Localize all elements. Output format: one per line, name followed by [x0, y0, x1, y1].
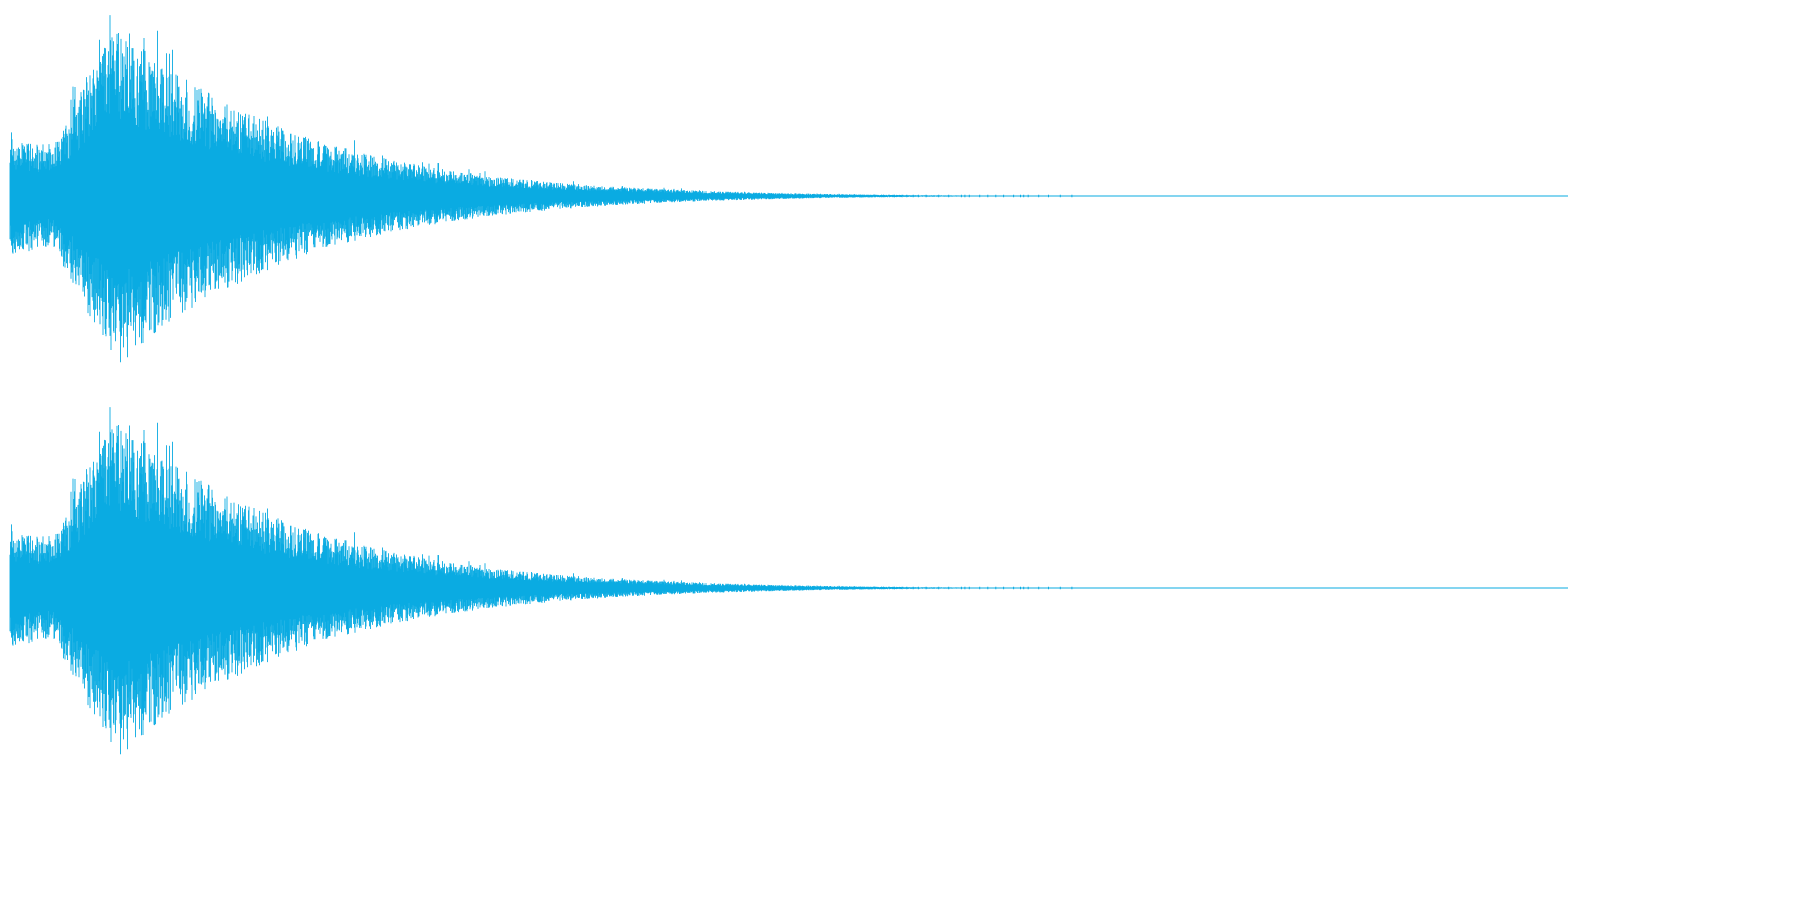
channel-right-signal: [9, 407, 993, 755]
waveform-channel-left-svg: [9, 15, 1568, 363]
channel-right-tail: [783, 586, 1073, 590]
waveform-channel-left: [0, 0, 1568, 392]
waveform-display: [0, 0, 1568, 784]
channel-left-signal: [9, 15, 993, 363]
channel-left-tail: [783, 194, 1073, 198]
waveform-channel-right-svg: [9, 407, 1568, 755]
waveform-channel-right: [0, 392, 1568, 784]
